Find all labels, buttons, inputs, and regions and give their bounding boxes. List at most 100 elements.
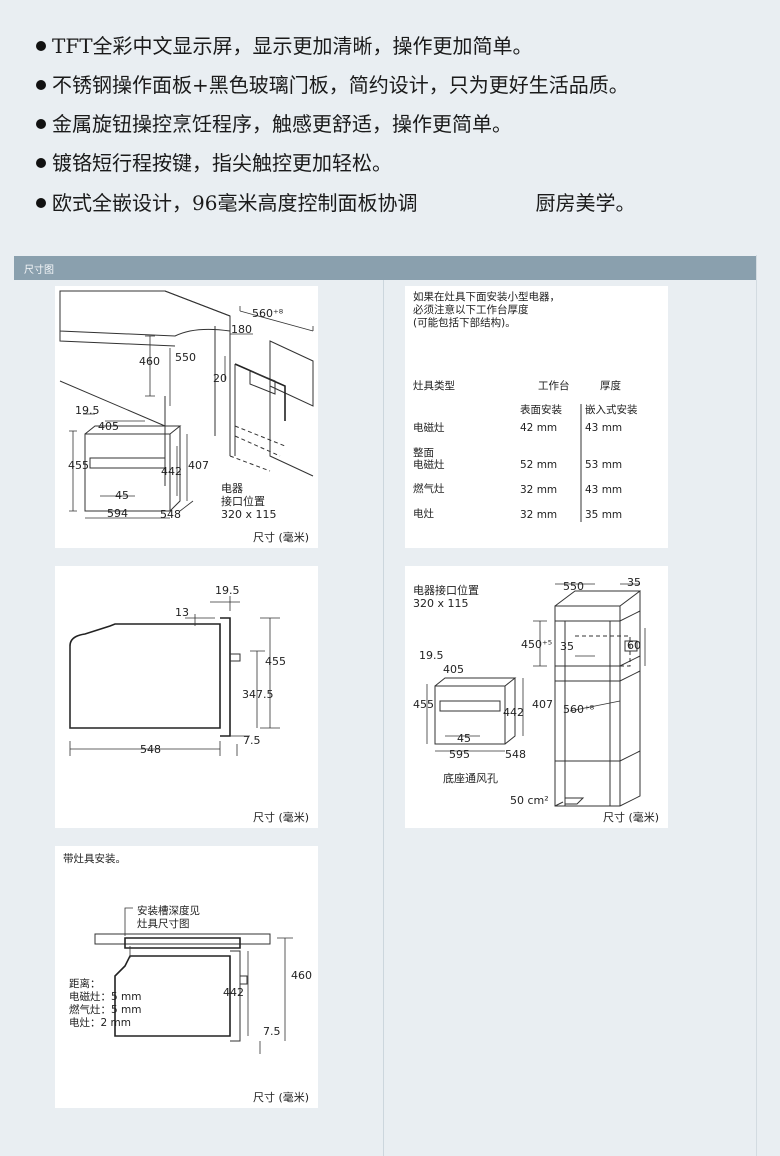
dim-label: 455 [68,459,89,472]
connector-label: 接口位置 [221,494,265,508]
feature-list: TFT全彩中文显示屏，显示更加清晰，操作更加简单。 不锈钢操作面板+黑色玻璃门板… [0,0,780,255]
intro-text: 如果在灶具下面安装小型电器， [413,290,560,303]
table-cell: 电磁灶 [413,458,445,471]
connector-label: 电器 [221,482,243,495]
unit-label: 尺寸 (毫米) [253,1090,309,1104]
bullet-icon [36,157,46,168]
distance-label: 电磁灶：5 mm [69,990,141,1003]
dim-label: 550 [175,351,196,364]
unit-label: 尺寸 (毫米) [253,530,309,544]
panel-title: 带灶具安装。 [63,852,126,865]
dim-label: 455 [413,698,434,711]
distance-label: 电灶：2 mm [69,1016,131,1029]
dim-label: 405 [443,663,464,676]
unit-label: 尺寸 (毫米) [253,810,309,824]
dim-label: 442 [503,706,524,719]
table-cell: 53 mm [585,459,622,471]
feature-item: TFT全彩中文显示屏，显示更加清晰，操作更加简单。 [36,30,533,59]
bullet-icon [36,40,46,51]
table-cell: 整面 [413,446,434,459]
distance-label: 燃气灶：5 mm [69,1003,141,1016]
table-cell: 32 mm [520,509,557,521]
dim-label: 35 [560,640,574,653]
dim-label: 19.5 [215,584,240,597]
column-divider [383,280,384,1156]
table-cell: 52 mm [520,459,557,471]
dim-label: 20 [213,372,227,385]
dim-label: 19.5 [75,404,100,417]
dim-label: 45 [457,732,471,745]
dim-label: 442 [161,465,182,478]
vent-label: 底座通风孔 [443,771,498,785]
dim-label: 450⁺⁵ [521,638,552,651]
dim-label: 442 [223,986,244,999]
intro-text: (可能包括下部结构)。 [413,316,516,329]
table-cell: 燃气灶 [413,482,445,495]
drawing-panel-tall-cabinet: 电器接口位置 320 x 115 550 35 450⁺⁵ 35 60 19.5 [405,566,668,828]
dim-label: 407 [532,698,553,711]
feature-item: 镀铬短行程按键，指尖触控更加轻松。 [36,147,392,176]
intro-text: 必须注意以下工作台厚度 [413,303,529,316]
dim-label: 347.5 [242,688,274,701]
table-cell: 42 mm [520,422,557,434]
dim-label: 180 [231,323,252,336]
dim-label: 405 [98,420,119,433]
dim-label: 13 [175,606,189,619]
drawing-panel-worktop-table: 如果在灶具下面安装小型电器， 必须注意以下工作台厚度 (可能包括下部结构)。 灶… [405,286,668,548]
feature-text: 金属旋钮操控烹饪程序，触感更舒适，操作更简单。 [52,112,512,136]
feature-text: 不锈钢操作面板+黑色玻璃门板，简约设计，只为更好生活品质。 [52,73,629,97]
vent-area-label: 50 cm² [510,794,549,807]
table-header: 嵌入式安装 [585,403,638,416]
table-cell: 43 mm [585,422,622,434]
dim-label: 460 [139,355,160,368]
note-text: 安装槽深度见 [137,904,200,917]
table-header: 表面安装 [520,403,562,416]
dim-label: 7.5 [263,1025,281,1038]
table-cell: 电磁灶 [413,421,445,434]
dim-label: 595 [449,748,470,761]
connector-label: 电器接口位置 [413,583,479,597]
table-cell: 35 mm [585,509,622,521]
dim-label: 7.5 [243,734,261,747]
dim-label: 60 [627,639,641,652]
unit-label: 尺寸 (毫米) [603,810,659,824]
bullet-icon [36,118,46,129]
dim-label: 45 [115,489,129,502]
feature-item: 欧式全嵌设计，96毫米高度控制面板协调 厨房美学。 [36,187,635,216]
feature-text: 欧式全嵌设计，96毫米高度控制面板协调 [52,191,418,215]
connector-label: 320 x 115 [413,597,469,610]
feature-item: 不锈钢操作面板+黑色玻璃门板，简约设计，只为更好生活品质。 [36,69,629,98]
table-header: 工作台 [538,379,570,392]
dim-label: 407 [188,459,209,472]
feature-text: TFT全彩中文显示屏，显示更加清晰，操作更加简单。 [52,34,533,58]
bullet-icon [36,79,46,90]
table-cell: 43 mm [585,484,622,496]
note-text: 灶具尺寸图 [137,917,190,930]
dim-label: 35 [627,576,641,589]
connector-label: 320 x 115 [221,508,277,521]
drawing-panel-install-3d: 560⁺⁸ 180 460 550 20 19.5 405 455 442 40… [55,286,318,548]
section-header: 尺寸图 [14,256,756,280]
dim-label: 560⁺⁸ [563,703,595,716]
table-cell: 电灶 [413,507,434,520]
right-edge-line [756,0,757,1156]
dim-label: 548 [505,748,526,761]
feature-text-tail: 厨房美学。 [535,191,636,215]
table-header: 灶具类型 [413,379,455,392]
dim-label: 548 [160,508,181,521]
dim-label: 594 [107,507,128,520]
section-title: 尺寸图 [24,265,54,276]
dim-label: 19.5 [419,649,444,662]
dim-label: 548 [140,743,161,756]
feature-item: 金属旋钮操控烹饪程序，触感更舒适，操作更简单。 [36,108,512,137]
table-header: 厚度 [600,379,621,392]
drawing-panel-side-view: 19.5 13 455 347.5 548 7.5 尺寸 (毫米) [55,566,318,828]
dim-label: 460 [291,969,312,982]
dim-label: 550 [563,580,584,593]
distance-label: 距离： [69,977,101,990]
drawing-panel-cooktop-install: 带灶具安装。 安装槽深度见 灶具尺寸图 距离： 电磁灶：5 mm 燃气灶：5 m… [55,846,318,1108]
dim-label: 560⁺⁸ [252,307,284,320]
dim-label: 455 [265,655,286,668]
bullet-icon [36,197,46,208]
table-cell: 32 mm [520,484,557,496]
